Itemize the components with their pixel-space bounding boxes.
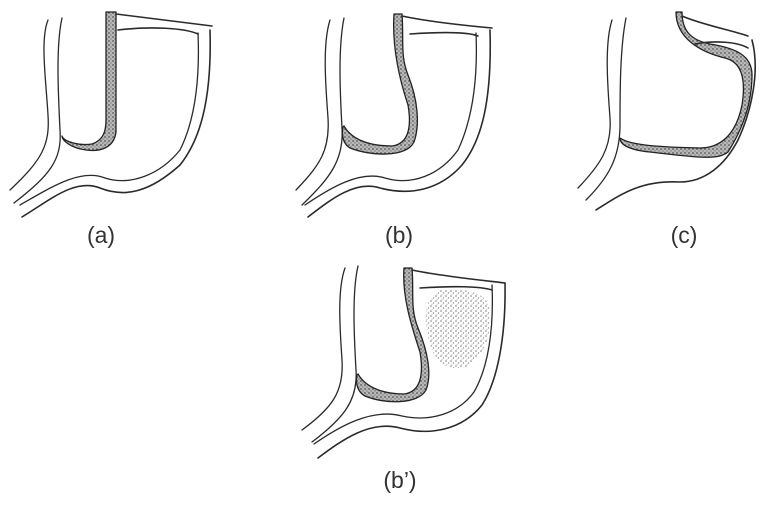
stippled-region bbox=[426, 290, 490, 369]
top-wall-b bbox=[402, 16, 492, 36]
septum-b bbox=[342, 14, 417, 154]
inner-wall-a bbox=[14, 18, 62, 203]
septum-b-prime bbox=[356, 268, 428, 402]
outer-wall-b-prime bbox=[302, 268, 345, 430]
septum-c bbox=[620, 12, 752, 157]
top-wall-a bbox=[116, 14, 212, 34]
label-a: (a) bbox=[87, 222, 115, 248]
panel-b-prime bbox=[302, 266, 505, 458]
top-wall-b-prime bbox=[412, 270, 505, 290]
panel-c bbox=[578, 12, 755, 210]
septum-a bbox=[62, 12, 116, 150]
outer-wall-a bbox=[10, 20, 48, 190]
outer-wall-b bbox=[296, 20, 330, 190]
lower-curve-inner-b bbox=[305, 33, 476, 205]
panel-b bbox=[296, 14, 492, 217]
panel-a bbox=[10, 12, 212, 217]
label-c: (c) bbox=[671, 222, 698, 248]
label-b: (b) bbox=[385, 222, 413, 248]
outer-wall-c bbox=[578, 20, 612, 188]
label-b-prime: (b’) bbox=[383, 467, 416, 493]
